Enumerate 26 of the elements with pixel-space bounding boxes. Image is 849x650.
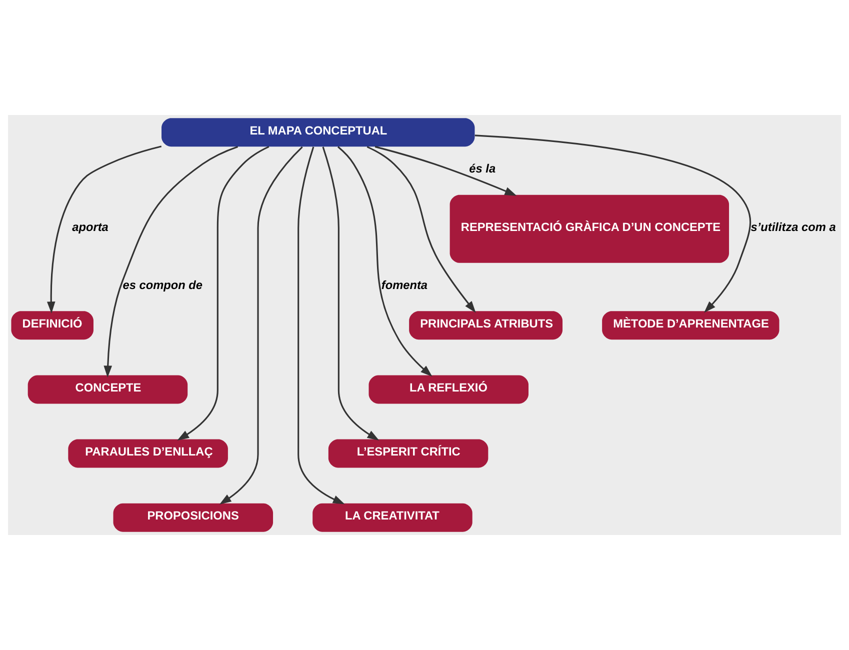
node-box: PARAULES D’ENLLAÇ <box>68 439 228 468</box>
arrow <box>322 146 380 440</box>
arrow <box>374 146 517 196</box>
node-box: PRINCIPALS ATRIBUTS <box>409 311 563 340</box>
arrow <box>219 146 303 504</box>
arrow <box>474 134 752 313</box>
edge-label: fomenta <box>381 278 428 292</box>
arrow <box>337 146 432 377</box>
node-box: CONCEPTE <box>28 375 188 404</box>
node-box: REPRESENTACIÓ GRÀFICA D’UN CONCEPTE <box>450 194 730 263</box>
arrow <box>104 146 238 378</box>
node-box: LA REFLEXIÓ <box>368 375 528 404</box>
arrow <box>298 146 345 504</box>
edge-label: aporta <box>72 220 108 234</box>
node-box: EL MAPA CONCEPTUAL <box>162 118 475 147</box>
node-box: L’ESPERIT CRÍTIC <box>328 439 488 468</box>
node-box: LA CREATIVITAT <box>312 503 472 532</box>
node-box: MÈTODE D’APRENENTAGE <box>602 311 780 340</box>
edge-label: es compon de <box>122 278 202 292</box>
arrow <box>366 146 476 313</box>
arrow <box>177 146 270 440</box>
edge-label: s’utilitza com a <box>750 220 836 234</box>
arrow <box>46 146 162 314</box>
node-box: PROPOSICIONS <box>113 503 274 532</box>
node-box: DEFINICIÓ <box>11 311 94 340</box>
edge-label: és la <box>469 162 496 176</box>
